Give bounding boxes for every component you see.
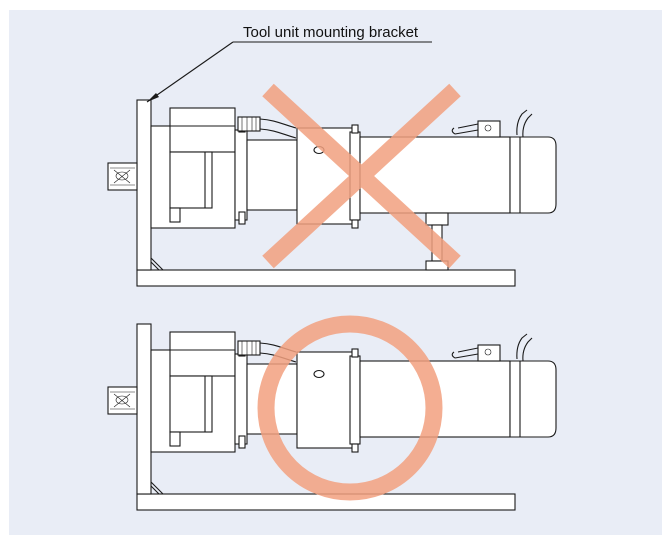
- callout-leader: [146, 41, 432, 103]
- incorrect-mounting-figure: Tool unit mounting bracket: [107, 24, 557, 287]
- correct-mounting-figure: [107, 315, 557, 511]
- correct-circle-mark: [257, 315, 443, 501]
- callout-label: Tool unit mounting bracket: [243, 24, 419, 41]
- incorrect-cross-mark: [262, 83, 461, 269]
